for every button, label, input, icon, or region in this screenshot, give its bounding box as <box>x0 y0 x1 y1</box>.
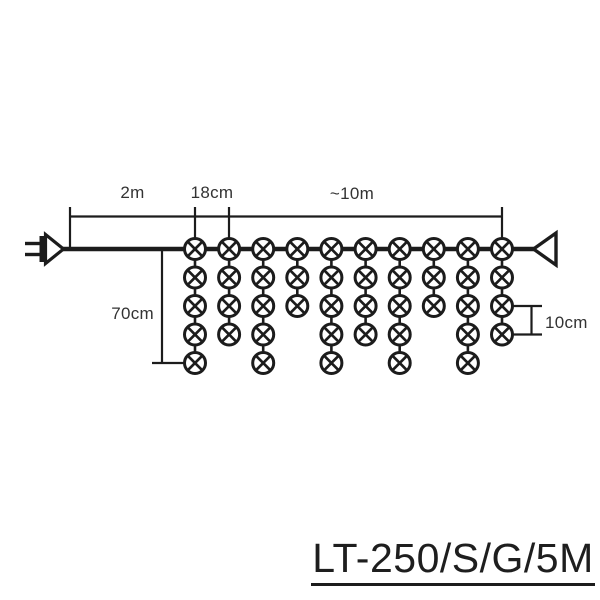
bulb-icon <box>319 265 344 290</box>
power-plug-icon <box>25 231 67 267</box>
bulb-spacing-label: 10cm <box>545 313 588 332</box>
bulb-icon <box>285 294 310 318</box>
bulb-icon <box>421 237 446 261</box>
total-length-label: ~10m <box>329 184 375 203</box>
bulb-icon <box>353 322 378 347</box>
bulb-icon <box>251 294 276 318</box>
bulb-icon <box>455 351 480 375</box>
drop-length-label: 70cm <box>111 304 154 323</box>
bulb-icon <box>217 237 242 261</box>
bulb-icon <box>353 265 378 290</box>
bulb-icon <box>217 294 242 318</box>
bulb-icon <box>251 237 276 261</box>
bulb-icon <box>319 237 344 261</box>
bulb-icon <box>387 351 412 375</box>
bulb-icon <box>490 322 514 347</box>
bulb-icon <box>183 265 207 290</box>
bulb-icon <box>353 294 378 318</box>
bulb-icon <box>387 265 412 290</box>
bulb-icon <box>319 351 344 375</box>
bulb-icon <box>387 294 412 318</box>
bulb-icon <box>251 265 276 290</box>
bulb-icon <box>455 265 480 290</box>
bulb-icon <box>183 351 207 375</box>
bulb-icon <box>490 294 514 318</box>
bulb-icon <box>183 237 207 261</box>
bulb-icon <box>490 237 514 261</box>
bulb-icon <box>353 237 378 261</box>
bulb-icon <box>251 351 276 375</box>
bulb-icon <box>421 294 446 318</box>
bulb-icon <box>421 265 446 290</box>
bulb-icon <box>319 294 344 318</box>
bulb-icon <box>251 322 276 347</box>
bulb-icon <box>455 322 480 347</box>
bulb-icon <box>217 322 242 347</box>
bulb-icon <box>285 265 310 290</box>
lead-length-label: 2m <box>120 183 145 202</box>
bulb-icon <box>319 322 344 347</box>
bulb-icon <box>183 294 207 318</box>
end-connector-icon <box>530 229 558 269</box>
bulb-icon <box>285 237 310 261</box>
bulb-strings <box>183 237 514 375</box>
bulb-icon <box>387 322 412 347</box>
dimension-lines <box>68 207 542 365</box>
bulb-icon <box>217 265 242 290</box>
drop-spacing-label: 18cm <box>190 183 234 202</box>
bulb-icon <box>387 237 412 261</box>
bulb-icon <box>183 322 207 347</box>
bulb-icon <box>455 294 480 318</box>
bulb-icon <box>490 265 514 290</box>
bulb-icon <box>455 237 480 261</box>
product-code: LT-250/S/G/5M <box>311 536 595 586</box>
